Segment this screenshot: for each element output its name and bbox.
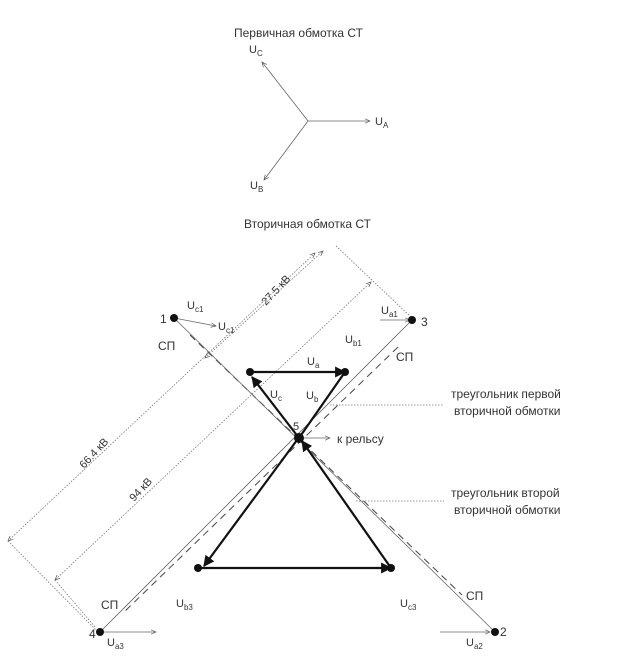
triangle-first: [250, 366, 347, 439]
primary-title: Первичная обмотка СТ: [234, 26, 364, 40]
node-tri2-left: [194, 564, 202, 572]
label-uc1-top: Uc1: [187, 300, 204, 314]
node-label-3: 3: [421, 315, 428, 329]
label-ub1: Ub1: [345, 334, 362, 348]
line-3-4: [99, 319, 413, 633]
sp-label-right: СП: [396, 350, 413, 364]
label-uc3: Uc3: [400, 598, 417, 612]
node-3: [408, 316, 416, 324]
label-ub3: Ub3: [176, 598, 193, 612]
line-1-2: [173, 317, 496, 633]
label-ua: UA: [375, 116, 389, 130]
node-tri1-left: [246, 368, 254, 376]
dimension-lines: [8, 245, 413, 631]
rail-label: к рельсу: [337, 432, 384, 446]
nodes: [96, 314, 499, 636]
triangle-second: [198, 435, 393, 574]
label-uc: UC: [249, 44, 263, 58]
label-ua1: Ua1: [381, 305, 398, 319]
dim-27-label: 27.5 кВ: [259, 273, 293, 308]
label-ub: Ub: [306, 390, 319, 404]
node-label-5: 5: [293, 421, 299, 433]
node-label-4: 4: [89, 627, 96, 641]
label-ub: UB: [250, 180, 263, 194]
label-uc: Uc: [270, 389, 282, 403]
vector-ub: [264, 120, 309, 180]
dim-27-line: [205, 251, 323, 358]
secondary-title: Вторичная обмотка СТ: [244, 217, 372, 231]
tri2-label-line1: треугольник второй: [451, 486, 560, 500]
label-uc1: Uc1: [218, 321, 235, 335]
label-ua: Ua: [307, 356, 320, 370]
sp-label-bottom-right: СП: [466, 589, 483, 603]
dim-94-label: 94 кВ: [127, 476, 154, 504]
primary-star: [262, 62, 370, 180]
tri2-label-line2: вторичной обмотки: [454, 503, 561, 517]
node-1: [170, 314, 178, 322]
node-4: [96, 628, 104, 636]
node-tri1-right: [341, 368, 349, 376]
vector-uc: [262, 62, 309, 122]
tri1-label-line1: треугольник первой: [451, 387, 561, 401]
winding-lines: [99, 317, 496, 633]
sp-label-bottom-left: СП: [101, 598, 118, 612]
dim-66-label: 66.4 кВ: [77, 436, 111, 471]
catenary-lines: [121, 334, 463, 615]
dim-94-line: [55, 282, 371, 580]
label-ua2: Ua2: [466, 637, 483, 651]
node-5: [294, 433, 304, 443]
node-2: [491, 628, 499, 636]
node-label-1: 1: [160, 312, 167, 326]
leader-lines: [330, 404, 444, 502]
tri1-label-line2: вторичной обмотки: [454, 404, 561, 418]
sp-label-left: СП: [158, 339, 175, 353]
label-ua3: Ua3: [107, 637, 124, 651]
node-label-2: 2: [500, 625, 507, 639]
node-tri2-right: [387, 564, 395, 572]
